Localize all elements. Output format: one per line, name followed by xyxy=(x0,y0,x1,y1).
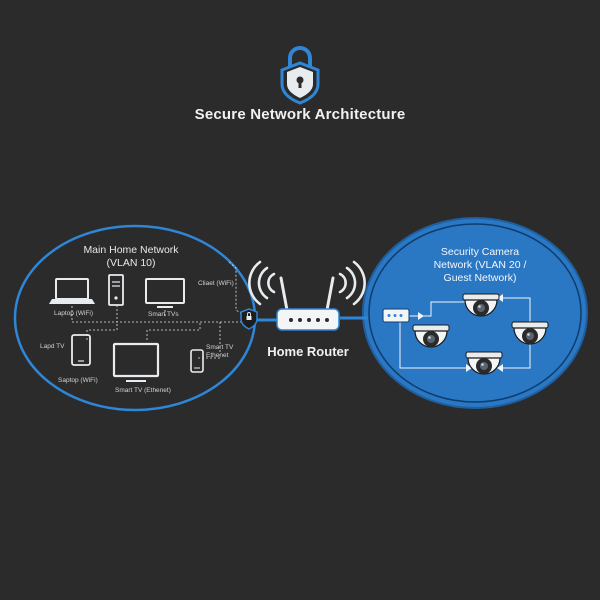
client-wifi-label: Cliaet (WiFi) xyxy=(198,280,234,287)
tablet-icon xyxy=(71,334,91,366)
large-tv-label: Smart TV (Ethenet) xyxy=(115,387,171,394)
smart-tv-ethernet-label: Smart TV Ethenet xyxy=(206,344,233,360)
router-icon xyxy=(276,276,340,331)
main-network-title: Main Home Network (VLAN 10) xyxy=(56,244,206,270)
saptop-label: Saptop (WiFi) xyxy=(58,377,98,384)
smart-tv-icon xyxy=(145,278,185,308)
main-network-title-line: Main Home Network xyxy=(83,244,179,256)
shield-icon xyxy=(240,308,258,330)
camera-network-title: Security Camera Network (VLAN 20 / Guest… xyxy=(405,246,555,285)
smart-tv-ethernet-line: Smart TV xyxy=(206,344,234,351)
wifi-icon xyxy=(248,260,366,306)
camera-network-title-line: Guest Network) xyxy=(443,272,517,284)
lock-icon xyxy=(280,46,320,105)
phone-icon xyxy=(190,349,204,373)
large-tv-icon xyxy=(112,342,160,382)
smart-tv-ethernet-line: Ethenet xyxy=(206,352,229,359)
laptop-icon xyxy=(49,278,95,304)
desktop-tower-icon xyxy=(108,274,124,306)
camera-network-title-line: Network (VLAN 20 / xyxy=(433,259,527,271)
smart-tv-label: Smart TVs xyxy=(148,311,179,318)
main-network-vlan-label: (VLAN 10) xyxy=(106,257,156,269)
network-switch-icon xyxy=(382,308,410,323)
camera-network-title-line: Security Camera xyxy=(440,246,520,258)
tablet-label: Lapd TV xyxy=(40,343,65,350)
router-label: Home Router xyxy=(267,344,349,359)
laptop-label: Laptop (WiFi) xyxy=(54,310,94,317)
page-title: Secure Network Architecture xyxy=(194,106,406,123)
